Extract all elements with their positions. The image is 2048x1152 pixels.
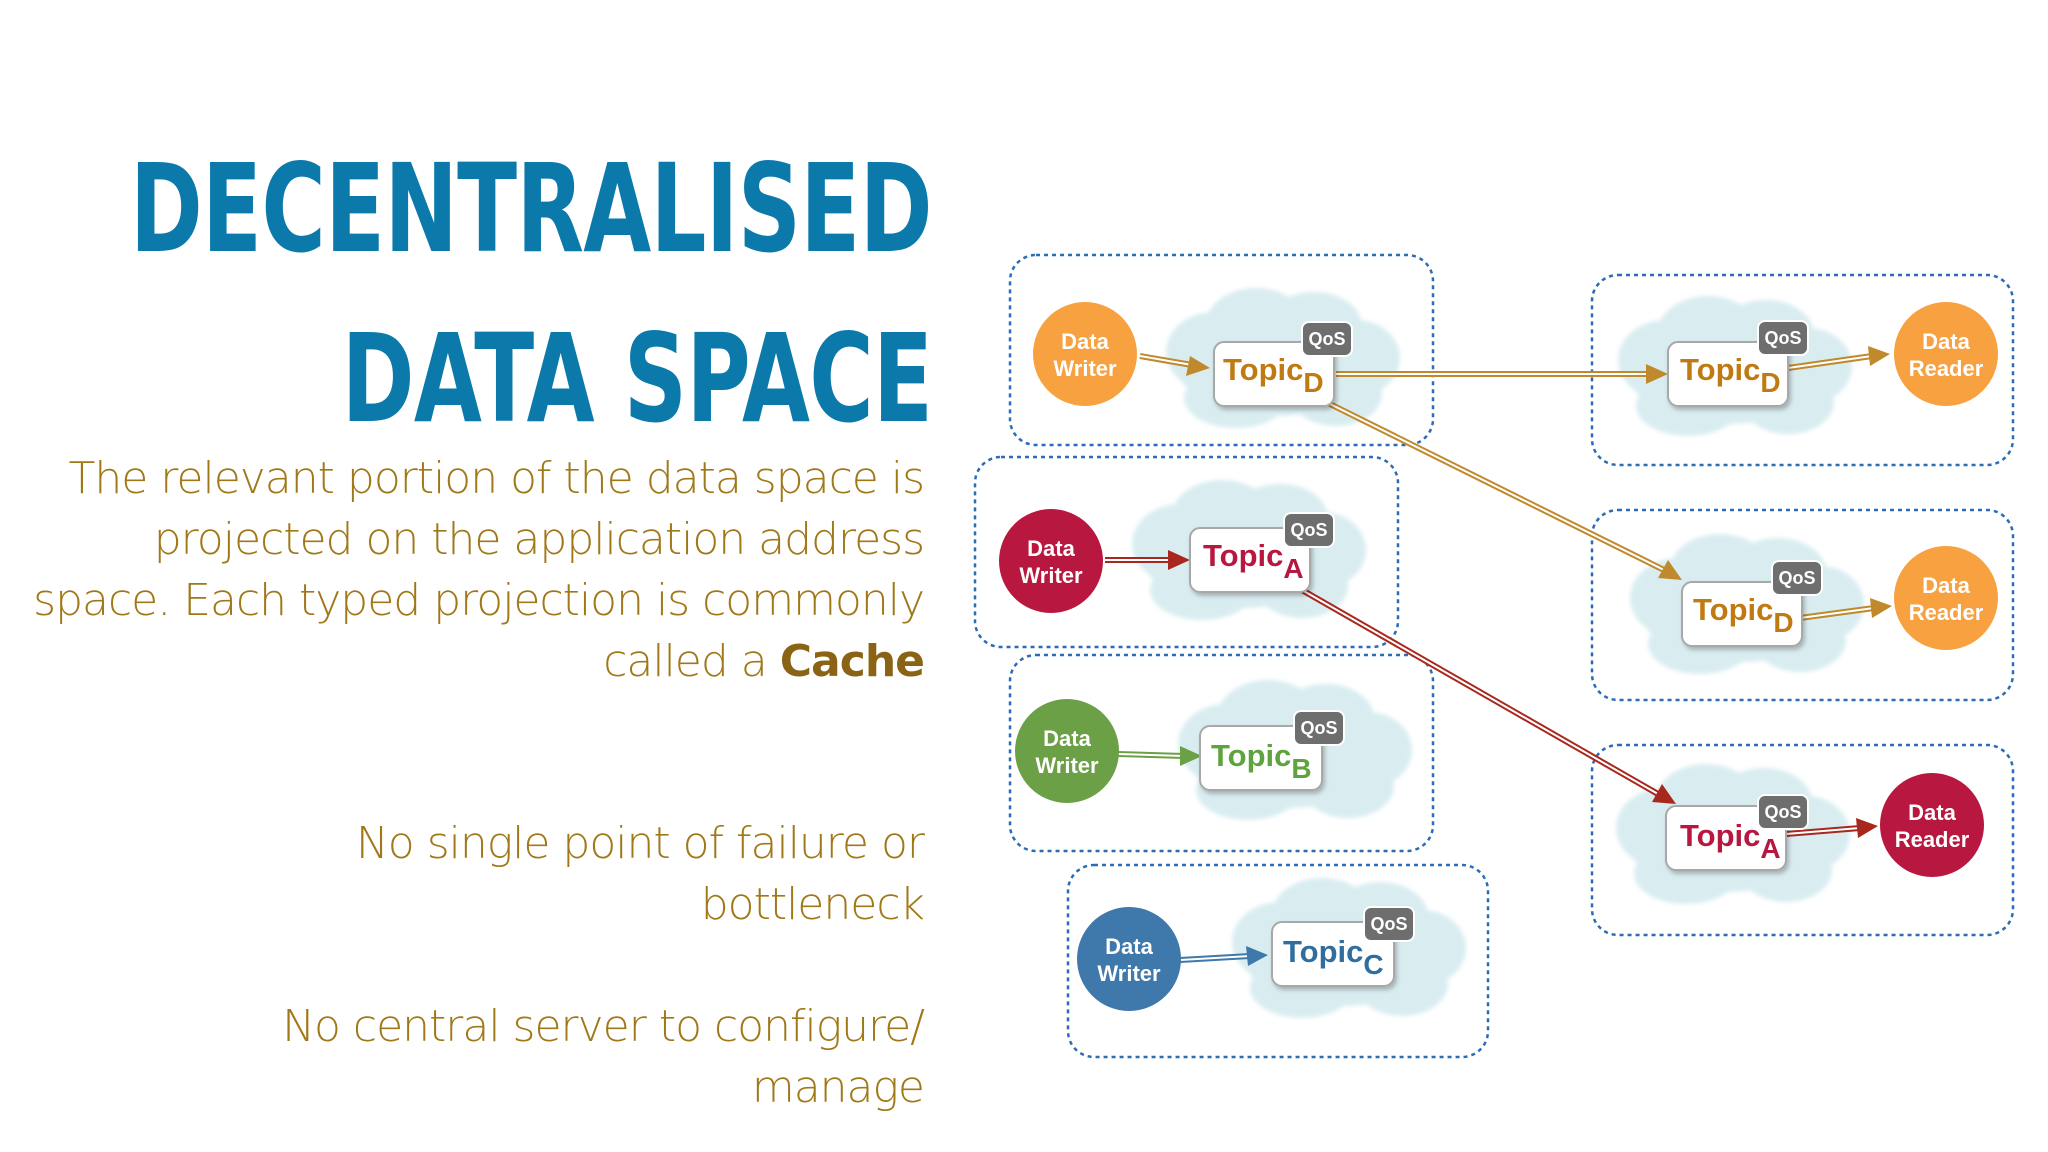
arrow-writer-a <box>1105 550 1190 570</box>
topic-subscript: D <box>1773 607 1793 638</box>
topic-label: Topic <box>1680 818 1760 853</box>
qos-badge-reader-a: QoS <box>1757 794 1809 830</box>
topic-subscript: A <box>1283 553 1303 584</box>
arrow-writer-d <box>1139 353 1210 376</box>
qos-badge-reader-d2: QoS <box>1771 560 1823 596</box>
group-border-reader-d1 <box>1590 273 2015 467</box>
writer-line2: Writer <box>1019 563 1083 588</box>
reader-line2: Reader <box>1909 600 1984 625</box>
writer-line2: Writer <box>1097 961 1161 986</box>
writer-line1: Data <box>1061 329 1109 354</box>
reader-line2: Reader <box>1909 356 1984 381</box>
cache-keyword: Cache <box>779 636 925 687</box>
topic-box-writer-a: TopicA <box>1189 527 1311 593</box>
qos-label: QoS <box>1300 718 1337 738</box>
svg-text:TopicA: TopicA <box>1203 538 1304 584</box>
data-writer-orange: Data Writer <box>1033 302 1137 406</box>
reader-line1: Data <box>1922 329 1970 354</box>
paragraph-cache-text: The relevant portion of the data space i… <box>33 453 925 687</box>
writer-line2: Writer <box>1035 753 1099 778</box>
topic-box-reader-d1: TopicD <box>1667 341 1789 407</box>
topic-box-writer-c: TopicC <box>1271 921 1395 987</box>
data-writer-green: Data Writer <box>1015 699 1119 803</box>
title-line-2: DATA SPACE <box>341 308 932 450</box>
group-border-reader-a <box>1590 743 2015 937</box>
arrow-writer-c <box>1179 946 1268 966</box>
svg-text:TopicD: TopicD <box>1693 592 1794 638</box>
topic-label: Topic <box>1693 592 1773 627</box>
topic-subscript: D <box>1303 367 1323 398</box>
arrow-reader-d1 <box>1787 346 1890 371</box>
topic-label: Topic <box>1223 352 1303 387</box>
group-border-writer-d <box>1008 253 1435 447</box>
arrow-reader-d2 <box>1799 598 1892 621</box>
arrow-d-to-reader-d2 <box>1324 399 1682 580</box>
arrow-a-to-reader-a <box>1300 587 1676 804</box>
group-border-reader-d2 <box>1590 508 2015 702</box>
topic-subscript: D <box>1760 367 1780 398</box>
arrow-d-to-reader-d1 <box>1336 364 1668 384</box>
paragraph-no-server: No central server to configure/ manage <box>282 1001 925 1113</box>
topic-label: Topic <box>1283 934 1363 969</box>
svg-text:TopicC: TopicC <box>1283 934 1384 980</box>
arrow-reader-a <box>1785 818 1878 838</box>
group-border-writer-a <box>973 455 1400 649</box>
data-writer-blue: Data Writer <box>1077 907 1181 1011</box>
qos-badge-writer-c: QoS <box>1363 906 1415 942</box>
paragraph-no-failure: No single point of failure or bottleneck <box>355 818 925 930</box>
qos-label: QoS <box>1778 568 1815 588</box>
group-border-writer-c <box>1066 863 1490 1059</box>
writer-line2: Writer <box>1053 356 1117 381</box>
topic-subscript: B <box>1291 753 1311 784</box>
data-reader-crimson: Data Reader <box>1880 773 1984 877</box>
reader-line2: Reader <box>1895 827 1970 852</box>
writer-line1: Data <box>1027 536 1075 561</box>
data-reader-orange-1: Data Reader <box>1894 302 1998 406</box>
qos-badge-writer-d: QoS <box>1301 321 1353 357</box>
reader-line1: Data <box>1908 800 1956 825</box>
qos-label: QoS <box>1764 802 1801 822</box>
data-reader-orange-2: Data Reader <box>1894 546 1998 650</box>
arrow-writer-b <box>1117 746 1202 766</box>
qos-badge-reader-d1: QoS <box>1757 320 1809 356</box>
data-writer-crimson: Data Writer <box>999 509 1103 613</box>
writer-line1: Data <box>1105 934 1153 959</box>
topic-label: Topic <box>1203 538 1283 573</box>
qos-label: QoS <box>1290 520 1327 540</box>
qos-badge-writer-a: QoS <box>1283 512 1335 548</box>
svg-text:TopicD: TopicD <box>1680 352 1781 398</box>
group-border-writer-b <box>1008 653 1435 853</box>
topic-box-reader-a: TopicA <box>1665 805 1787 871</box>
topic-box-writer-d: TopicD <box>1213 341 1335 407</box>
paragraph-cache: The relevant portion of the data space i… <box>24 448 925 692</box>
topic-box-writer-b: TopicB <box>1199 725 1323 791</box>
reader-line1: Data <box>1922 573 1970 598</box>
topic-label: Topic <box>1680 352 1760 387</box>
topic-box-reader-d2: TopicD <box>1681 581 1803 647</box>
qos-label: QoS <box>1764 328 1801 348</box>
topic-subscript: C <box>1363 949 1383 980</box>
svg-text:TopicD: TopicD <box>1223 352 1324 398</box>
title-line-1: DECENTRALISED <box>130 138 933 280</box>
qos-badge-writer-b: QoS <box>1293 710 1345 746</box>
svg-text:TopicB: TopicB <box>1211 738 1312 784</box>
topic-subscript: A <box>1760 833 1780 864</box>
topic-label: Topic <box>1211 738 1291 773</box>
qos-label: QoS <box>1370 914 1407 934</box>
qos-label: QoS <box>1308 329 1345 349</box>
writer-line1: Data <box>1043 726 1091 751</box>
svg-text:TopicA: TopicA <box>1680 818 1781 864</box>
